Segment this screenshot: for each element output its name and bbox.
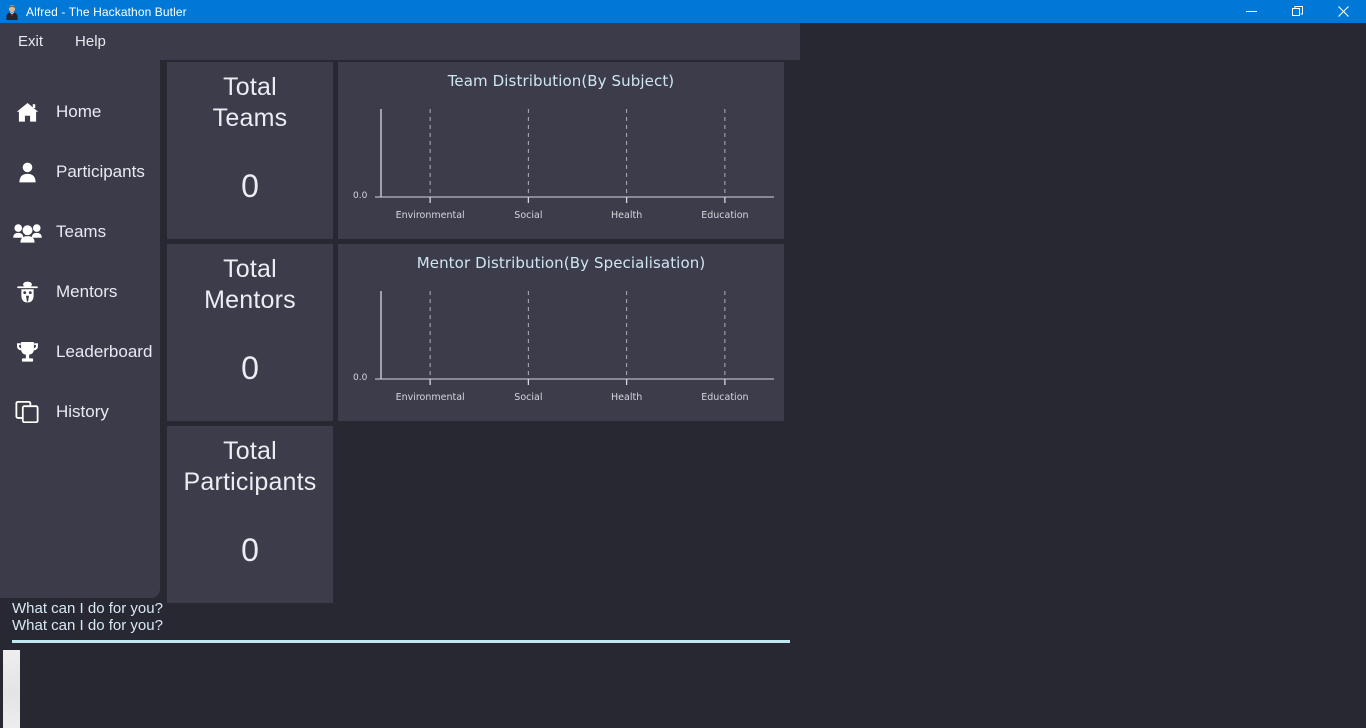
sidebar-item-teams[interactable]: Teams	[0, 202, 160, 262]
chart-plot-area	[375, 109, 774, 203]
stat-card-total-teams: Total Teams 0	[167, 62, 333, 239]
sidebar-item-history[interactable]: History	[0, 382, 160, 442]
copy-layers-icon	[12, 399, 42, 425]
chart-y-tick-label: 0.0	[353, 373, 368, 383]
secret-agent-icon	[12, 279, 42, 305]
chart-y-tick-label: 0.0	[353, 191, 368, 201]
chart-plot-area	[375, 291, 774, 385]
sidebar-item-label: Leaderboard	[56, 342, 153, 361]
stat-card-title: Total Teams	[212, 73, 288, 132]
window-controls	[1228, 0, 1366, 23]
menu-bar: Exit Help	[0, 23, 800, 60]
chart-mentor-distribution: Mentor Distribution(By Specialisation) E…	[338, 244, 784, 421]
home-icon	[12, 99, 42, 125]
menu-item-exit[interactable]: Exit	[18, 33, 44, 50]
butler-avatar-icon	[4, 3, 20, 20]
chat-log: What can I do for you? What can I do for…	[12, 600, 792, 634]
chat-input-caret[interactable]	[3, 650, 20, 728]
menu-item-help[interactable]: Help	[75, 33, 106, 50]
chat-separator	[12, 640, 790, 643]
chart-x-tick-label: Environmental	[395, 392, 465, 403]
minimize-icon[interactable]	[1228, 0, 1274, 23]
close-icon[interactable]	[1320, 0, 1366, 23]
sidebar-item-mentors[interactable]: Mentors	[0, 262, 160, 322]
sidebar-item-participants[interactable]: Participants	[0, 142, 160, 202]
sidebar: Home Participants	[0, 60, 160, 598]
chart-x-tick-label: Health	[611, 210, 643, 221]
title-bar: Alfred - The Hackathon Butler	[0, 0, 1366, 23]
sidebar-item-label: Mentors	[56, 282, 118, 301]
users-group-icon	[12, 219, 42, 245]
chat-message: What can I do for you?	[12, 600, 163, 617]
sidebar-item-home[interactable]: Home	[0, 82, 160, 142]
chart-x-tick-label: Environmental	[395, 210, 465, 221]
restore-icon[interactable]	[1274, 0, 1320, 23]
chart-x-tick-label: Social	[514, 210, 543, 221]
stat-cards-column: Total Teams 0 Total Mentors 0 Total Part…	[167, 62, 333, 608]
chart-title: Team Distribution(By Subject)	[447, 72, 675, 90]
user-icon	[12, 159, 42, 185]
chart-x-tick-label: Health	[611, 392, 643, 403]
stat-card-title: Total Mentors	[204, 255, 296, 314]
chat-input[interactable]	[3, 650, 1366, 728]
sidebar-item-label: Participants	[56, 162, 145, 181]
chart-title: Mentor Distribution(By Specialisation)	[416, 254, 706, 272]
trophy-icon	[12, 339, 42, 365]
sidebar-item-label: Teams	[56, 222, 107, 241]
chart-x-tick-label: Education	[701, 392, 749, 403]
charts-column: Team Distribution(By Subject) Environmen…	[338, 62, 784, 426]
chart-x-tick-label: Social	[514, 392, 543, 403]
chart-team-distribution: Team Distribution(By Subject) Environmen…	[338, 62, 784, 239]
stat-card-title: Total Participants	[183, 437, 317, 496]
sidebar-item-label: History	[56, 402, 109, 421]
window-title: Alfred - The Hackathon Butler	[26, 4, 187, 19]
stat-card-total-participants: Total Participants 0	[167, 426, 333, 603]
chart-x-tick-label: Education	[701, 210, 749, 221]
stat-card-total-mentors: Total Mentors 0	[167, 244, 333, 421]
stat-card-value: 0	[241, 168, 259, 204]
sidebar-item-label: Home	[56, 102, 102, 121]
sidebar-item-leaderboard[interactable]: Leaderboard	[0, 322, 160, 382]
chat-message: What can I do for you?	[12, 617, 163, 634]
stat-card-value: 0	[241, 350, 259, 386]
stat-card-value: 0	[241, 532, 259, 568]
